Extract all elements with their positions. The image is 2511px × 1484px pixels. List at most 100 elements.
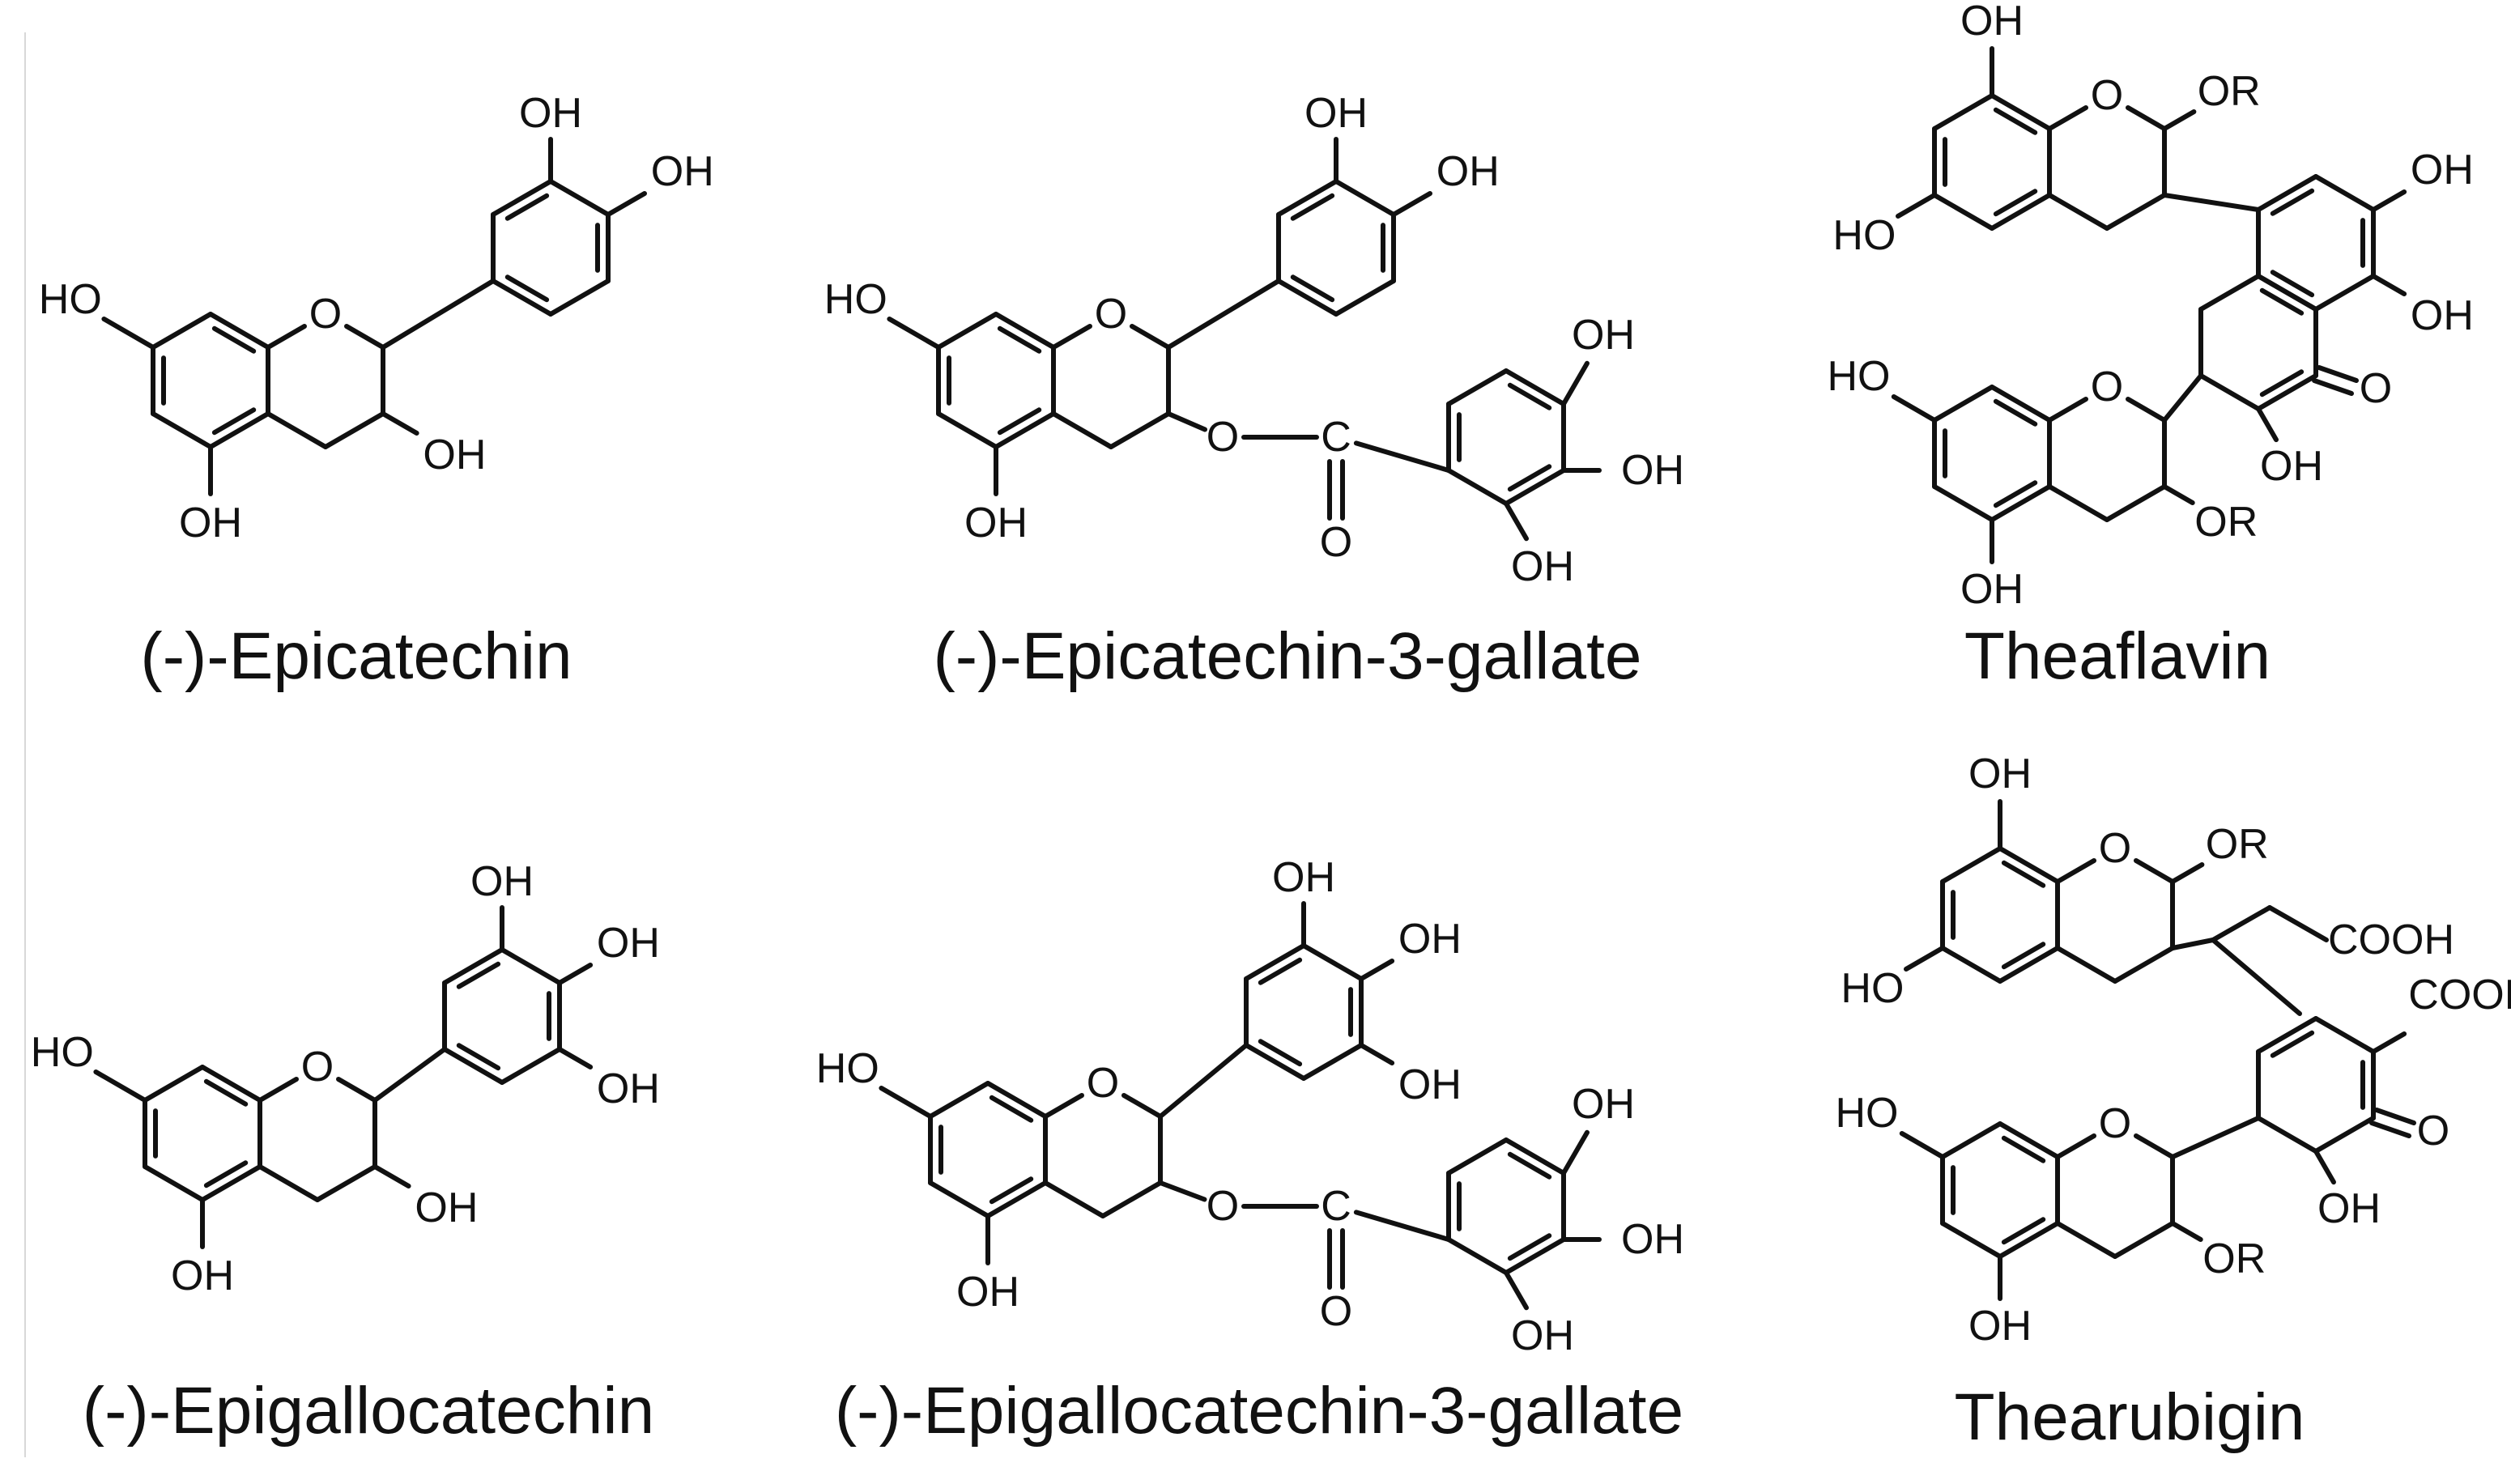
bond-line xyxy=(2256,373,2318,411)
bond-line xyxy=(928,1180,990,1218)
bond-line xyxy=(1446,468,1509,506)
bond-line xyxy=(2126,397,2167,423)
ester-oxygen-label: O xyxy=(1207,414,1239,461)
captions-layer: (-)-Epicatechin (-)-Epicatechin-3-gallat… xyxy=(83,619,2305,1454)
bond-line xyxy=(151,411,213,449)
bond-line xyxy=(887,317,941,350)
bond-line xyxy=(500,1047,562,1085)
bond-line xyxy=(456,1043,501,1071)
oh-label-b4: OH xyxy=(1398,916,1462,963)
thearubigin-structure: OOHHOORCOOHOHOOHORCOOHOOH xyxy=(1836,751,2511,1350)
bond-line xyxy=(997,325,1042,354)
bond-line xyxy=(2170,1221,2203,1242)
oh-label-g5: OH xyxy=(1511,1312,1574,1359)
ho-label-lo-a7: HO xyxy=(1836,1090,1899,1137)
bond-line xyxy=(1507,1233,1552,1261)
bond-line xyxy=(985,1081,1048,1119)
bond-line xyxy=(2162,193,2261,212)
bond-line xyxy=(2170,862,2205,884)
bond-line xyxy=(2055,858,2096,884)
oh-label-b5: OH xyxy=(1398,1061,1462,1108)
bond-line xyxy=(1301,943,1364,981)
keto-oxygen-label: O xyxy=(2360,365,2392,412)
oh-label-b4: OH xyxy=(651,148,714,195)
oh-label-g3: OH xyxy=(1572,1081,1635,1128)
bond-line xyxy=(211,325,257,354)
bond-line xyxy=(1353,1210,1451,1242)
oh-label-up-a5: OH xyxy=(1960,0,2024,45)
oh-label-b3: OH xyxy=(1272,854,1335,901)
bond-line xyxy=(491,179,553,217)
bond-line xyxy=(2313,274,2376,312)
bond-line xyxy=(2371,189,2407,212)
bond-line xyxy=(93,1069,147,1103)
bond-line xyxy=(1100,1180,1163,1218)
bond-line xyxy=(151,312,213,350)
bond-line xyxy=(442,1047,504,1085)
bond-line xyxy=(2047,105,2088,131)
bond-line xyxy=(1276,179,1338,217)
caption-thearubigin: Thearubigin xyxy=(1954,1380,2305,1454)
ring-oxygen-label: O xyxy=(2099,825,2131,872)
oh-label-g4: OH xyxy=(1621,1216,1684,1263)
oh-label-a5: OH xyxy=(964,500,1028,546)
oh-label-b5: OH xyxy=(597,1065,660,1112)
oh-label-b3: OH xyxy=(1304,90,1368,137)
bond-line xyxy=(257,1164,320,1202)
bond-line xyxy=(994,312,1056,350)
oh-label-g4: OH xyxy=(1621,447,1684,494)
bond-line xyxy=(1109,411,1171,449)
bond-line xyxy=(1940,846,2002,884)
caption-epicatechin: (-)-Epicatechin xyxy=(140,619,572,693)
bond-line xyxy=(2369,1120,2411,1138)
bond-line xyxy=(1993,107,2038,135)
bond-line xyxy=(1391,191,1432,217)
bond-line xyxy=(323,411,385,449)
bond-line xyxy=(1166,279,1281,350)
bond-line xyxy=(2134,1133,2175,1159)
oh-label-up-a5: OH xyxy=(1968,751,2032,797)
bond-line xyxy=(1121,1093,1163,1119)
bond-line xyxy=(2001,1217,2046,1245)
bond-line xyxy=(1244,943,1306,981)
bond-line xyxy=(1990,193,2052,231)
bond-line xyxy=(1276,279,1338,317)
bond-line xyxy=(2001,1135,2046,1163)
bond-line xyxy=(266,411,328,449)
bond-line xyxy=(2055,1221,2117,1259)
bond-line xyxy=(557,1047,594,1069)
bond-line xyxy=(315,1164,377,1202)
carbonyl-carbon-label: C xyxy=(1321,414,1351,461)
bond-line xyxy=(2170,1116,2261,1159)
bond-line xyxy=(1334,279,1396,317)
ho-label-a7: HO xyxy=(31,1029,94,1076)
or-label-up-c3: OR xyxy=(2206,821,2269,868)
bond-line xyxy=(2001,942,2046,970)
bond-line xyxy=(1158,1180,1207,1202)
bond-line xyxy=(2126,105,2167,131)
bond-line xyxy=(1043,1180,1105,1218)
bond-line xyxy=(1244,1043,1306,1081)
bond-line xyxy=(1166,411,1207,432)
bond-line xyxy=(1359,959,1395,981)
bond-line xyxy=(1940,946,2002,984)
bond-line xyxy=(1932,484,1994,522)
bond-line xyxy=(1990,385,2052,423)
bond-line xyxy=(2256,1016,2318,1054)
bond-line xyxy=(2113,1221,2175,1259)
bond-line xyxy=(1504,501,1529,542)
ring-oxygen-label: O xyxy=(2091,364,2123,410)
bond-line xyxy=(989,1095,1034,1123)
caption-egcg: (-)-Epigallocatechin-3-gallate xyxy=(835,1374,1683,1448)
bond-line xyxy=(442,947,504,985)
bond-line xyxy=(1504,368,1566,406)
ring-oxygen-label: O xyxy=(2091,72,2123,119)
bond-line xyxy=(1446,1137,1509,1176)
bond-line xyxy=(1334,179,1396,217)
bond-line xyxy=(504,274,550,303)
